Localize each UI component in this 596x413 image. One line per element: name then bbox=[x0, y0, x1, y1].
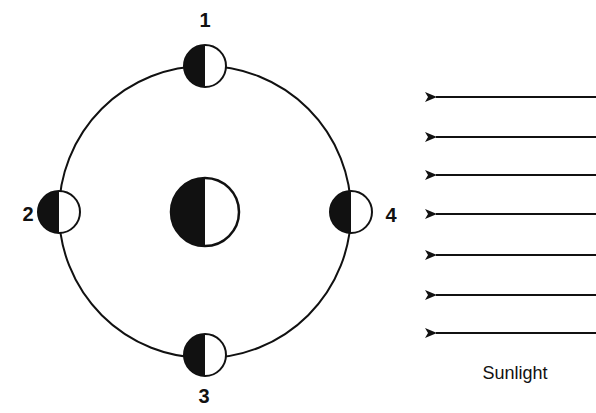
moon-symbol bbox=[330, 191, 372, 233]
callout-number: 4 bbox=[385, 205, 396, 225]
earth-symbol bbox=[171, 178, 239, 246]
moon-symbol bbox=[184, 334, 226, 376]
callout-number: 3 bbox=[198, 386, 209, 406]
moon-orbit bbox=[59, 66, 351, 358]
sunlight-label: Sunlight bbox=[482, 364, 547, 382]
callout-number: 2 bbox=[22, 204, 33, 224]
moon-symbol bbox=[38, 191, 80, 233]
sunlight-arrows bbox=[436, 97, 596, 333]
moon-symbol bbox=[184, 45, 226, 87]
callout-number: 1 bbox=[199, 10, 210, 30]
